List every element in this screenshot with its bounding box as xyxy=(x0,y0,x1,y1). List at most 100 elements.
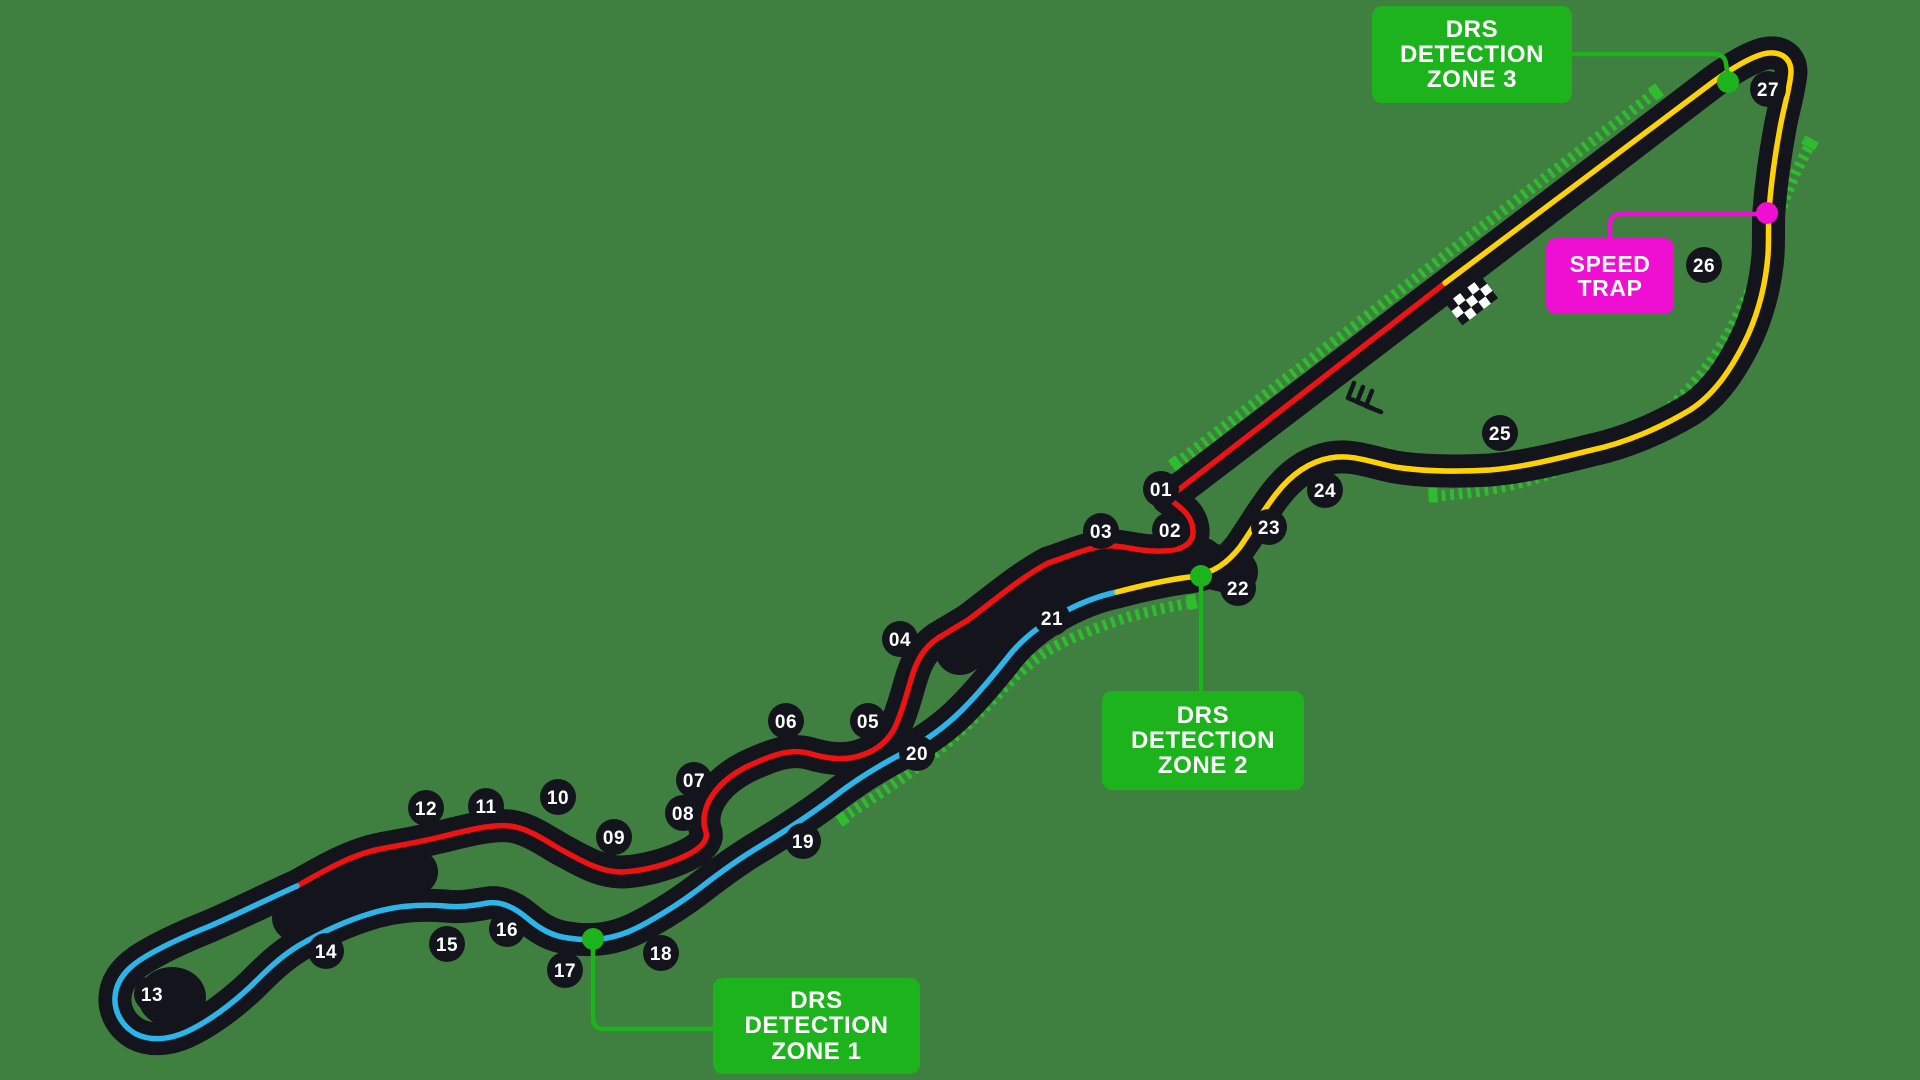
corner-marker-20 xyxy=(899,735,935,771)
checkered-flag-icon xyxy=(1445,276,1499,326)
label-line: ZONE 3 xyxy=(1426,66,1518,94)
label-connectors xyxy=(590,51,1765,1032)
label-line: TRAP xyxy=(1577,275,1643,301)
corner-number: 09 xyxy=(603,828,625,849)
corner-marker-06 xyxy=(768,703,804,739)
corner-number: 12 xyxy=(415,799,437,820)
corner-number: 16 xyxy=(496,920,518,941)
corner-number: 11 xyxy=(475,797,496,818)
flag-square xyxy=(1471,301,1484,315)
drs-detection-zone-1-label: DRS DETECTION ZONE 1 xyxy=(713,978,920,1074)
corner-marker-08 xyxy=(665,795,701,831)
corner-marker-03 xyxy=(1083,513,1119,549)
corner-number: 14 xyxy=(315,942,337,963)
flag-square xyxy=(1464,307,1477,320)
corner-marker-02 xyxy=(1152,512,1188,548)
corner-marker-01 xyxy=(1143,471,1179,507)
flag-square xyxy=(1451,305,1465,319)
corner-marker-07 xyxy=(676,762,712,798)
drs-detection-zone-3-label: DRS DETECTION ZONE 3 xyxy=(1372,6,1572,103)
corner-marker-10 xyxy=(540,779,576,815)
corner-number: 20 xyxy=(906,744,928,765)
corner-number: 01 xyxy=(1150,480,1172,501)
flag-square xyxy=(1474,276,1488,290)
corner-number: 02 xyxy=(1159,521,1181,542)
flag-square xyxy=(1460,287,1473,301)
corner-marker-05 xyxy=(850,703,886,739)
flag-square xyxy=(1485,290,1499,304)
label-line: DETECTION xyxy=(744,1012,889,1040)
corner-number: 22 xyxy=(1227,579,1249,600)
junction-filler xyxy=(1127,537,1258,595)
speed-trap-point xyxy=(1756,202,1778,224)
corner-number: 23 xyxy=(1258,518,1280,539)
loop-approach-filler xyxy=(272,849,438,941)
label-line: DRS xyxy=(790,987,843,1015)
corner-number: 25 xyxy=(1489,424,1511,445)
corner-number: 27 xyxy=(1757,80,1779,101)
corner-number: 15 xyxy=(436,935,458,956)
sector3-line xyxy=(1114,50,1794,595)
label-line: ZONE 1 xyxy=(771,1037,862,1065)
corner-number: 04 xyxy=(889,630,911,651)
corner-marker-13 xyxy=(134,976,170,1012)
corner-markers: 01 02 03 04 05 06 07 08 09 10 11 12 13 14 15 16 17 18 19 20… xyxy=(134,71,1786,1012)
flag-square xyxy=(1478,296,1491,309)
corner-number: 03 xyxy=(1090,522,1112,543)
corner-marker-17 xyxy=(547,952,583,988)
direction-chevrons-icon xyxy=(1345,380,1384,415)
drs-detection-zone-2-label: DRS DETECTION ZONE 2 xyxy=(1102,691,1304,790)
corner-marker-09 xyxy=(596,819,632,855)
label-line: DETECTION xyxy=(1130,726,1276,754)
flag-square xyxy=(1445,298,1459,312)
label-line: DRS xyxy=(1445,15,1499,43)
flag-square xyxy=(1467,282,1480,295)
corner-number: 19 xyxy=(792,832,814,853)
drs-detection-point-3 xyxy=(1717,71,1739,93)
speed-trap-label: SPEED TRAP xyxy=(1546,238,1674,314)
corner-number: 10 xyxy=(547,788,569,809)
track-asphalt xyxy=(98,36,1808,1056)
label-line: DETECTION xyxy=(1399,40,1545,68)
drs-detection-point-2 xyxy=(1190,565,1212,587)
drs-dash-endblock xyxy=(1801,135,1819,151)
flag-square xyxy=(1456,312,1470,326)
corner-marker-14 xyxy=(308,933,344,969)
label-line: ZONE 2 xyxy=(1157,752,1249,780)
corner-marker-15 xyxy=(429,926,465,962)
corner-number: 13 xyxy=(141,985,163,1006)
corner-number: 18 xyxy=(650,944,672,965)
corner-marker-27 xyxy=(1750,71,1786,107)
flag-square xyxy=(1472,289,1486,302)
corner-marker-23 xyxy=(1251,509,1287,545)
corner-marker-19 xyxy=(785,823,821,859)
flag-square xyxy=(1479,283,1493,297)
drs-dash-endblock xyxy=(1186,593,1198,611)
drs-dash-zone3 xyxy=(1172,87,1660,469)
flag-square xyxy=(1465,294,1479,308)
corner-marker-18 xyxy=(643,935,679,971)
drs-dash-endblock xyxy=(1428,487,1438,503)
corner-marker-11 xyxy=(468,788,504,824)
drs-zone3-stem xyxy=(1570,51,1731,77)
label-line: DRS xyxy=(1176,701,1230,729)
drs-zone1-stem xyxy=(590,941,715,1032)
corner-number: 17 xyxy=(554,961,576,982)
corner-number: 21 xyxy=(1041,609,1063,630)
corner-marker-22 xyxy=(1220,570,1256,606)
corner-number: 05 xyxy=(857,712,879,733)
flag-square xyxy=(1458,300,1472,313)
corner-number: 08 xyxy=(672,804,694,825)
corner-number: 24 xyxy=(1314,481,1336,502)
corner-number: 07 xyxy=(683,771,705,792)
corner-marker-26 xyxy=(1686,247,1722,283)
label-line: SPEED xyxy=(1569,250,1651,277)
corner-number: 06 xyxy=(775,712,797,733)
corner-marker-16 xyxy=(489,911,525,947)
drs-detection-point-1 xyxy=(582,928,604,950)
corner-number: 26 xyxy=(1693,256,1715,277)
corner-marker-04 xyxy=(882,621,918,657)
drs-dash-endblock xyxy=(1647,83,1665,101)
